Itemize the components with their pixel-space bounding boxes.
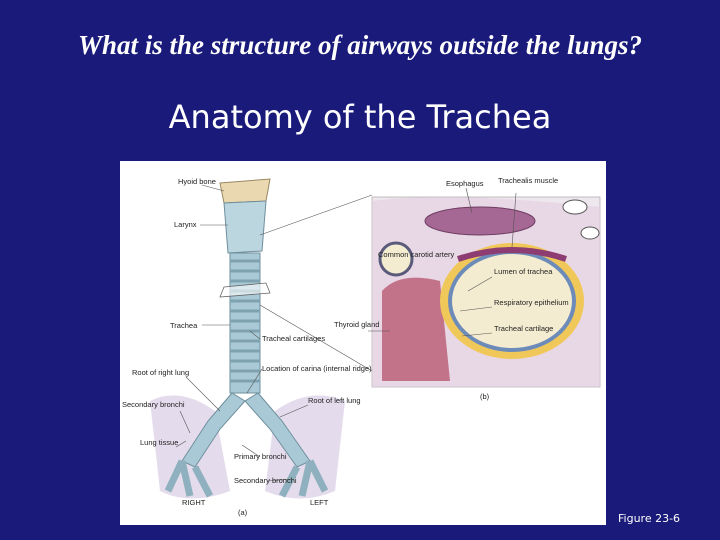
label-hyoid-bone: Hyoid bone	[178, 177, 216, 186]
right-secondary-bronchi	[164, 459, 214, 498]
label-lumen: Lumen of trachea	[494, 267, 553, 276]
panel-a-tag: (a)	[238, 508, 248, 517]
label-tracheal-cartilages: Tracheal cartilages	[262, 334, 325, 343]
left-lung-tissue	[265, 395, 345, 499]
left-secondary-bronchi	[278, 459, 329, 498]
carotid-artery-shape	[378, 241, 414, 277]
label-root-left-lung: Root of left lung	[308, 396, 361, 405]
slide-title: What is the structure of airways outside…	[77, 30, 643, 60]
esophagus-shape	[424, 206, 536, 236]
leader-lines-b	[368, 187, 517, 337]
label-left: LEFT	[310, 498, 329, 507]
label-primary-bronchi: Primary bronchi	[234, 452, 287, 461]
label-larynx: Larynx	[174, 220, 197, 229]
label-trachealis-muscle: Trachealis muscle	[498, 176, 558, 185]
label-root-right-lung: Root of right lung	[132, 368, 189, 377]
label-tracheal-cartilage: Tracheal cartilage	[494, 324, 553, 333]
hyoid-bone-shape	[219, 178, 271, 204]
trachea-illustration: Hyoid bone Larynx Trachea Tracheal carti…	[122, 176, 601, 517]
label-secondary-bronchi-lower: Secondary bronchi	[234, 476, 297, 485]
label-carotid-artery: Common carotid artery	[378, 250, 455, 259]
vessel-shape	[580, 226, 600, 240]
label-thyroid-gland: Thyroid gland	[334, 320, 379, 329]
label-carina: Location of carina (internal ridge)	[262, 364, 372, 373]
label-respiratory-epithelium: Respiratory epithelium	[494, 298, 569, 307]
trachealis-muscle-shape	[457, 247, 567, 262]
muscle-tissue	[382, 277, 450, 381]
leader-lines-a	[175, 184, 373, 482]
section-plane	[219, 282, 271, 298]
label-secondary-bronchi: Secondary bronchi	[122, 400, 185, 409]
tracheal-lumen	[452, 254, 572, 348]
slide-subtitle: Anatomy of the Trachea	[168, 98, 552, 136]
larynx-shape	[223, 200, 267, 254]
tracheal-rings	[230, 259, 260, 383]
label-esophagus: Esophagus	[446, 179, 484, 188]
panel-b-tag: (b)	[480, 392, 490, 401]
label-lung-tissue: Lung tissue	[140, 438, 178, 447]
label-right: RIGHT	[182, 498, 206, 507]
figure-caption: Figure 23-6	[618, 512, 681, 525]
vessel-shape	[562, 199, 588, 215]
label-trachea: Trachea	[170, 321, 198, 330]
trachea-figure: Hyoid bone Larynx Trachea Tracheal carti…	[120, 161, 606, 525]
